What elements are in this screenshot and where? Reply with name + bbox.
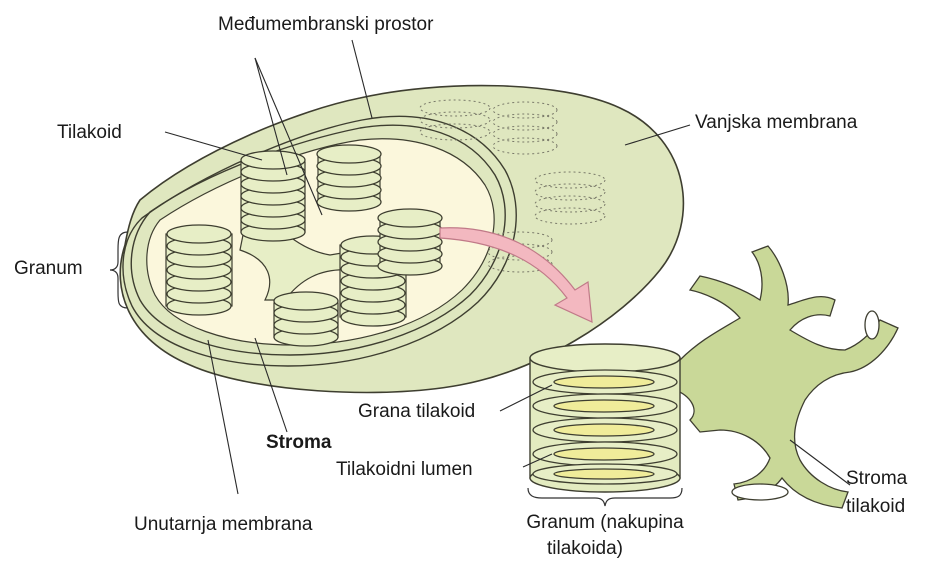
label-inner-membrane: Unutarnja membrana: [134, 514, 312, 536]
label-thylakoid: Tilakoid: [57, 122, 122, 144]
stroma-thylakoid-end-2: [865, 311, 879, 339]
granum-stack-6: [274, 292, 338, 346]
granum-stack-1: [241, 151, 305, 241]
label-stroma: Stroma: [266, 432, 331, 454]
label-granum-stack-line2: tilakoida): [525, 538, 645, 560]
label-thylakoid-lumen: Tilakoidni lumen: [336, 459, 473, 481]
label-granum: Granum: [14, 258, 83, 280]
granum-stack-3: [166, 225, 232, 315]
label-intermembrane-space: Međumembranski prostor: [218, 14, 433, 36]
label-grana-thylakoid: Grana tilakoid: [358, 401, 475, 423]
stroma-thylakoid-end-1: [732, 484, 788, 500]
label-stroma-thylakoid-line2: tilakoid: [846, 496, 905, 518]
label-granum-stack-line1: Granum (nakupina: [525, 512, 685, 534]
label-stroma-thylakoid-line1: Stroma: [846, 468, 907, 490]
granum-stack-5: [378, 209, 442, 275]
label-outer-membrane: Vanjska membrana: [695, 112, 857, 134]
granum-stack-2: [317, 145, 381, 211]
zoomed-granum-stack: [530, 344, 680, 492]
